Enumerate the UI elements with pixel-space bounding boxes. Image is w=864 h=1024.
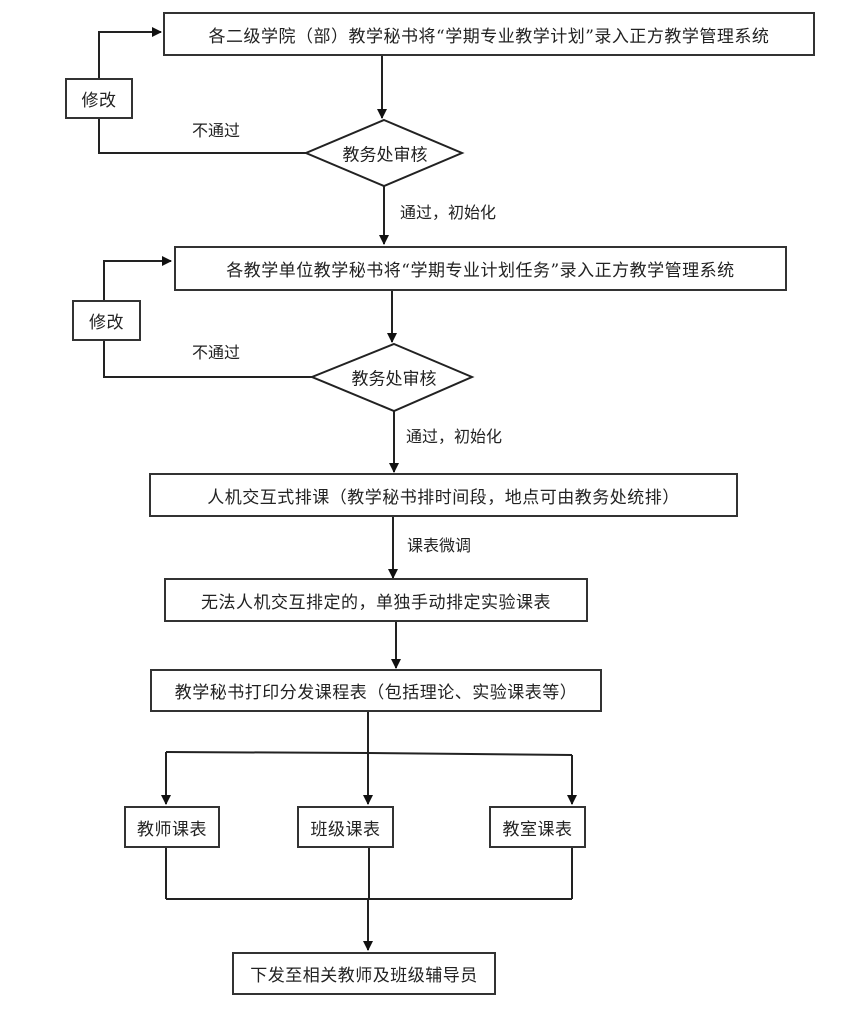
adjust-label: 课表微调	[407, 536, 472, 555]
modify1-box: 修改	[65, 78, 133, 119]
reject-loop-2	[103, 340, 312, 378]
classroom-schedule-box: 教室课表	[489, 806, 586, 848]
modify2-box: 修改	[72, 300, 141, 341]
reject2-label: 不通过	[192, 343, 241, 362]
modify-loop-1	[98, 27, 162, 78]
step5-box: 教学秘书打印分发课程表（包括理论、实验课表等）	[150, 669, 602, 712]
pass2-label: 通过，初始化	[406, 427, 503, 446]
step4-box: 无法人机交互排定的，单独手动排定实验课表	[164, 578, 588, 622]
reject1-label: 不通过	[192, 121, 241, 140]
step1-box: 各二级学院（部）教学秘书将“学期专业教学计划”录入正方教学管理系统	[163, 12, 815, 56]
final-box: 下发至相关教师及班级辅导员	[232, 952, 496, 995]
review1-text: 教务处审核	[342, 145, 428, 166]
modify-loop-2	[103, 256, 172, 300]
review2-text: 教务处审核	[351, 369, 437, 390]
step2-box: 各教学单位教学秘书将“学期专业计划任务”录入正方教学管理系统	[174, 246, 787, 291]
step3-box: 人机交互式排课（教学秘书排时间段，地点可由教务处统排）	[149, 473, 738, 517]
teacher-schedule-box: 教师课表	[124, 806, 220, 848]
pass1-label: 通过，初始化	[400, 203, 497, 222]
class-schedule-box: 班级课表	[297, 806, 394, 848]
reject-loop-1	[98, 118, 306, 154]
